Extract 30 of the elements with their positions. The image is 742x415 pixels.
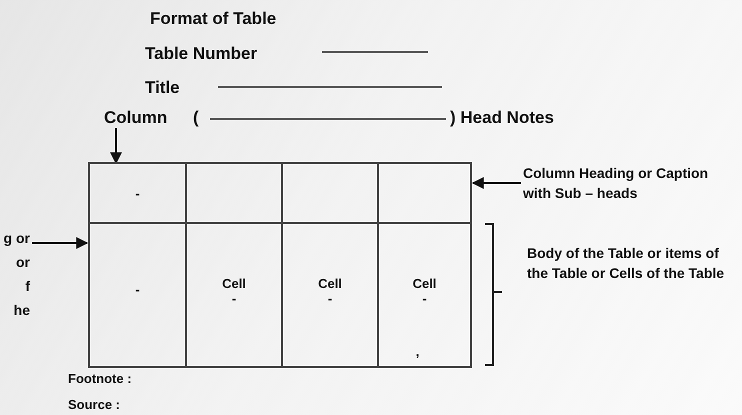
cell-label: Cell xyxy=(412,276,436,291)
table-grid xyxy=(88,162,472,368)
arrow xyxy=(32,237,88,249)
column-label: Column xyxy=(104,106,168,130)
table-number-label: Table Number xyxy=(145,43,258,65)
footnote-label: Footnote : xyxy=(68,371,132,388)
cell-label: Cell xyxy=(318,276,342,291)
stub-label: g or xyxy=(4,229,30,248)
dash-mark: - xyxy=(422,291,427,306)
comma-mark: , xyxy=(416,344,420,359)
arrow xyxy=(472,177,521,189)
dash-mark: - xyxy=(135,282,140,297)
dash-mark: - xyxy=(328,291,332,306)
dash-mark: - xyxy=(135,186,140,201)
source-label: Source : xyxy=(68,397,120,414)
stub-label: f xyxy=(25,277,30,296)
opening-parenthesis: ( xyxy=(193,107,199,129)
cell-label: Cell xyxy=(222,276,246,291)
stub-label: or xyxy=(16,253,30,272)
stub-label: he xyxy=(14,301,30,320)
dash-mark: - xyxy=(232,291,236,306)
table-cell xyxy=(187,164,283,224)
arrow xyxy=(110,128,122,164)
head-notes-label: ) Head Notes xyxy=(450,107,554,129)
column-heading-label: Column Heading or Caption with Sub – heads xyxy=(523,164,723,204)
table-cell xyxy=(90,164,187,224)
diagram-title: Format of Table xyxy=(150,8,276,30)
body-description: Body of the Table or items of the Table or Cells of the Table xyxy=(527,244,726,283)
table-cell xyxy=(283,164,379,224)
title-label: Title xyxy=(145,77,180,99)
